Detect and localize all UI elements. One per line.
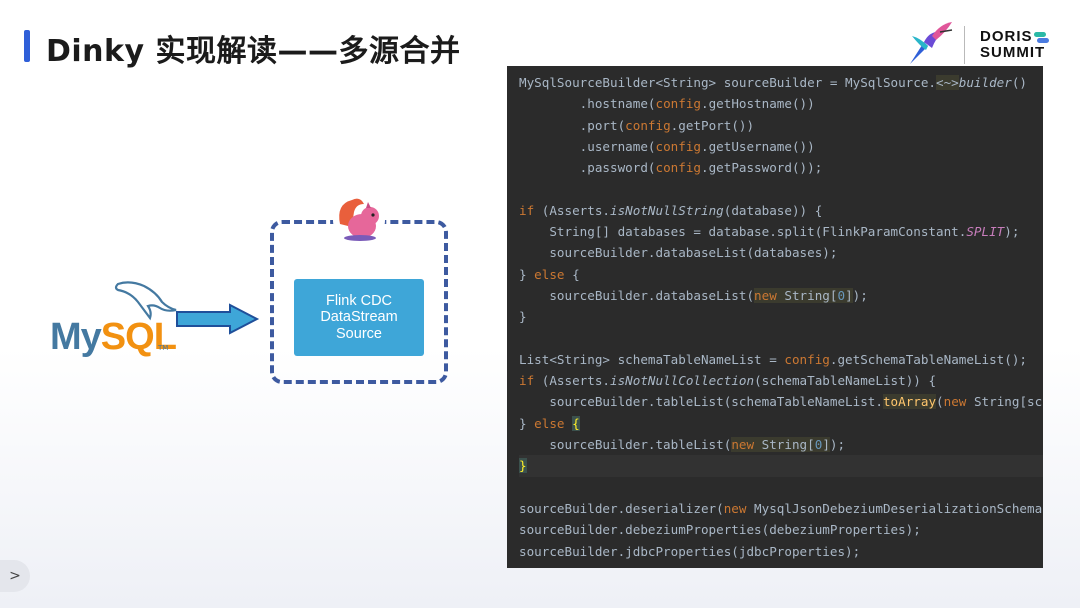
dolphin-icon (114, 281, 177, 321)
brand-dot-icon (1034, 32, 1046, 37)
hummingbird-icon (910, 22, 953, 64)
next-slide-button[interactable]: > (0, 560, 30, 592)
flink-cdc-datastream-source-box: Flink CDC DataStream Source (294, 279, 424, 356)
cdc-label-line: Flink CDC (325, 292, 393, 309)
doris-summit-logo: DORIS SUMMIT (904, 20, 1054, 68)
logo-divider (964, 26, 965, 64)
arrow-right-icon (176, 303, 260, 335)
title-accent-bar (24, 30, 30, 62)
mysql-logo: MySQL TM (50, 278, 180, 368)
page-title: Dinky 实现解读——多源合并 (46, 34, 461, 69)
chevron-right-icon: > (9, 568, 21, 584)
cdc-label-line: Source (336, 325, 382, 342)
mysql-wordmark: MySQL (50, 316, 177, 358)
brand-dot-icon (1037, 38, 1049, 43)
code-block: MySqlSourceBuilder<String> sourceBuilder… (507, 66, 1043, 562)
brand-word-doris: DORIS (980, 28, 1033, 45)
flink-squirrel-icon (333, 194, 385, 246)
brand-word-summit: SUMMIT (980, 44, 1046, 61)
code-panel: MySqlSourceBuilder<String> sourceBuilder… (507, 66, 1043, 568)
cdc-label-line: DataStream (320, 309, 398, 326)
trademark-mark: TM (158, 344, 169, 352)
